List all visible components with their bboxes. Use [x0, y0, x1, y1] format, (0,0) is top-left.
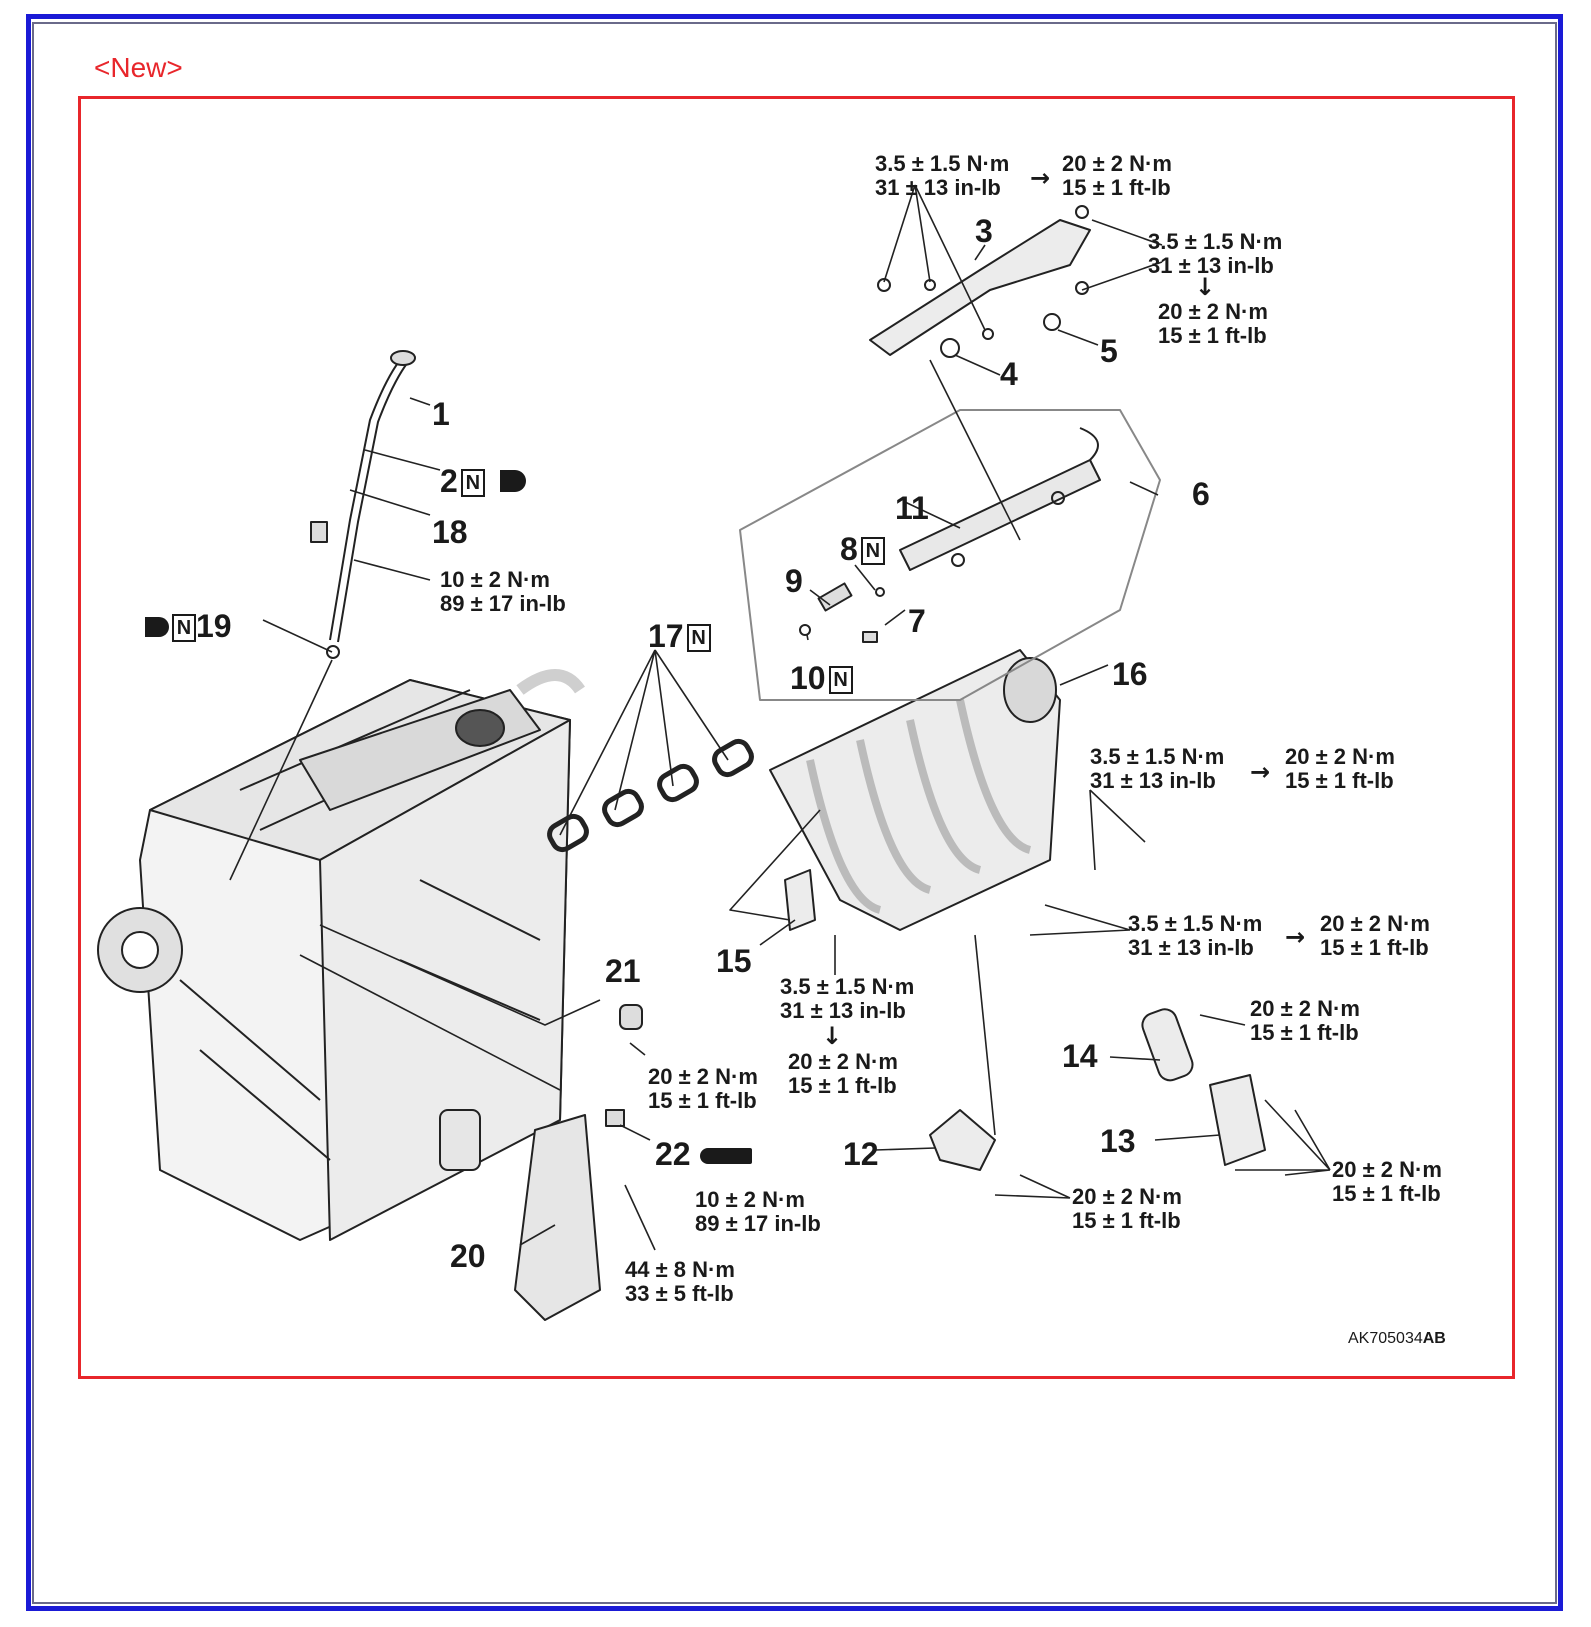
callout-2-n-mark: N	[460, 469, 485, 497]
callout-15: 15	[716, 943, 752, 979]
arrow-right-icon: →	[1250, 758, 1271, 786]
callout-6: 6	[1192, 476, 1210, 512]
callout-17-number: 17	[648, 618, 684, 654]
diagram-frame	[78, 96, 1515, 1379]
sensor-22	[605, 1109, 625, 1127]
callout-14: 14	[1062, 1038, 1098, 1074]
sensor-21	[619, 1004, 643, 1030]
callout-8-n-mark: N	[860, 537, 885, 565]
callout-20: 20	[450, 1238, 486, 1274]
callout-2-number: 2	[440, 463, 458, 499]
fuel-rail-bracket	[869, 205, 1091, 358]
arrow-down-icon: ↓	[822, 1022, 843, 1050]
callout-19-n-mark: N	[172, 614, 196, 642]
leader-lines	[229, 184, 1331, 1251]
fuel-injector-group	[739, 409, 1161, 701]
callout-11: 11	[895, 490, 929, 526]
new-revision-tag: <New>	[94, 52, 183, 83]
bracket-13	[1209, 1074, 1266, 1166]
intake-manifold	[769, 649, 1061, 931]
inner-border	[32, 22, 1557, 1604]
engine-block	[97, 669, 585, 1241]
arrow-right-icon: →	[1285, 923, 1306, 951]
callout-7: 7	[908, 603, 926, 639]
callout-21: 21	[605, 953, 641, 989]
callout-10-n-mark: N	[828, 666, 853, 694]
callout-1: 1	[432, 396, 450, 432]
outer-border	[26, 14, 1563, 1611]
bracket-12	[929, 1109, 996, 1171]
sealant-icon	[145, 617, 169, 637]
engine-mount-bracket	[514, 1114, 601, 1321]
callout-9: 9	[785, 563, 803, 599]
dipstick-and-tube	[310, 350, 416, 659]
bracket-15	[784, 869, 816, 931]
callout-17-n-mark: N	[686, 624, 711, 652]
callout-16: 16	[1112, 656, 1148, 692]
arrow-right-icon: →	[1030, 164, 1051, 192]
sealant-icon-2	[500, 470, 526, 492]
callout-5: 5	[1100, 333, 1118, 369]
bracket-14	[1141, 1008, 1194, 1082]
callout-13: 13	[1100, 1123, 1136, 1159]
callout-10-number: 10	[790, 660, 826, 696]
callout-3: 3	[975, 213, 993, 249]
callout-4: 4	[1000, 356, 1018, 392]
callout-12: 12	[843, 1136, 879, 1172]
callout-19-number: 19	[196, 608, 232, 644]
callout-8-number: 8	[840, 531, 858, 567]
sealant-tube-icon-22	[700, 1148, 752, 1164]
intake-gaskets	[547, 738, 754, 853]
callout-18: 18	[432, 514, 468, 550]
figure-code: AK705034AB	[1348, 1330, 1446, 1347]
arrow-down-icon: ↓	[1195, 273, 1216, 301]
callout-22: 22	[655, 1136, 691, 1172]
